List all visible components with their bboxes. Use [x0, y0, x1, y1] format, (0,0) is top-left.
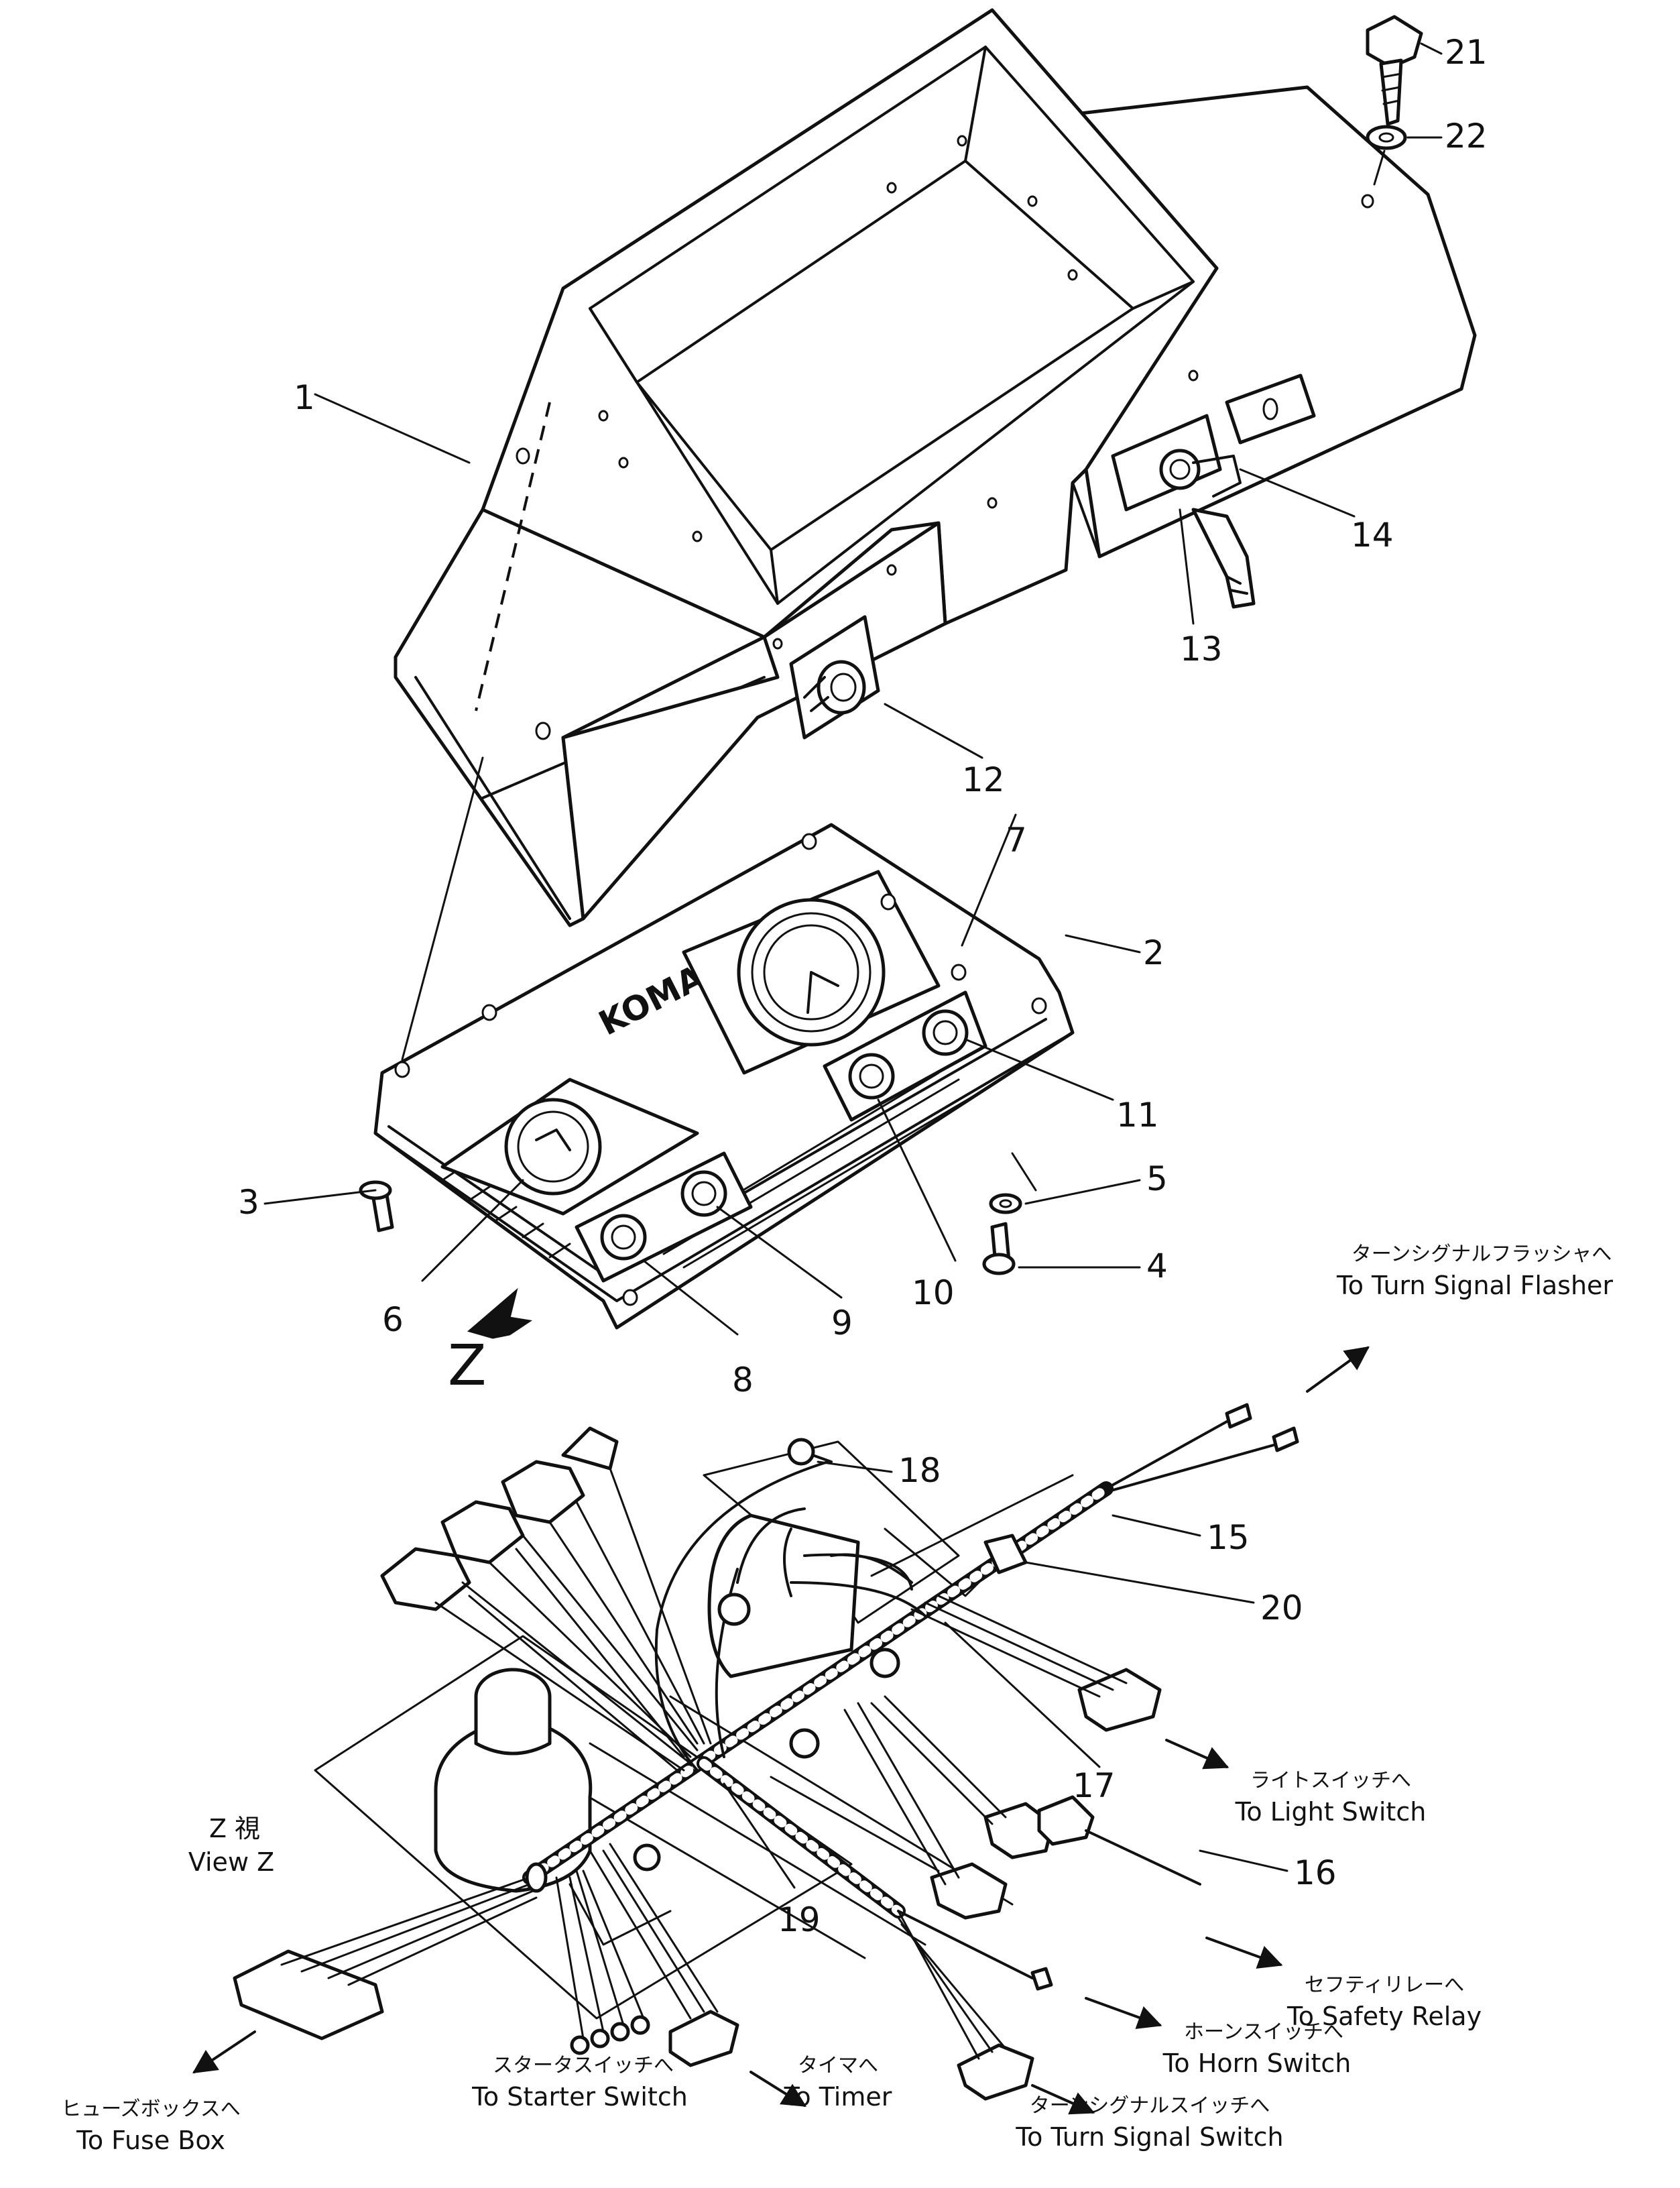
callout-5: 5 — [1146, 1159, 1168, 1198]
callout-11: 11 — [1116, 1096, 1159, 1135]
wiring-harness — [233, 1403, 1299, 2101]
dashboard-cover — [394, 8, 1477, 927]
callout-17: 17 — [1073, 1766, 1116, 1805]
leader-lines — [263, 42, 1443, 1889]
instrument-panel: KOMATSU — [373, 823, 1075, 1330]
label-turn-signal-switch-jp: ターンシグナルスイッチへ — [1030, 2094, 1270, 2118]
label-turn-signal-switch-en: To Turn Signal Switch — [1015, 2122, 1283, 2152]
label-fuse-box-jp: ヒューズボックスへ — [61, 2097, 241, 2121]
view-z-arrow: Z — [448, 1287, 532, 1398]
label-horn-switch-en: To Horn Switch — [1162, 2049, 1352, 2078]
label-starter-switch-jp: スタータスイッチへ — [493, 2054, 674, 2077]
view-z-caption-jp: Z 視 — [209, 1814, 260, 1843]
screw-3 — [359, 1180, 394, 1232]
callout-18: 18 — [898, 1451, 941, 1490]
callout-13: 13 — [1180, 630, 1223, 669]
label-horn-switch-jp: ホーンスイッチへ — [1184, 2020, 1343, 2044]
label-starter-switch-en: To Starter Switch — [471, 2082, 688, 2112]
label-safety-relay-en: To Safety Relay — [1286, 2002, 1482, 2031]
destination-labels: ターンシグナルフラッシャへ To Turn Signal Flasher ライト… — [61, 1243, 1613, 2155]
label-light-switch-jp: ライトスイッチへ — [1250, 1769, 1411, 1792]
label-timer-en: To Timer — [784, 2082, 892, 2112]
callout-21: 21 — [1445, 33, 1488, 72]
callout-numbers: 1 2 3 4 5 6 7 8 9 10 11 12 13 14 15 16 1… — [238, 33, 1488, 1939]
label-light-switch-en: To Light Switch — [1235, 1797, 1427, 1827]
callout-7: 7 — [1006, 821, 1027, 860]
washer-5 — [989, 1193, 1022, 1214]
callout-9: 9 — [831, 1304, 853, 1342]
callout-14: 14 — [1351, 516, 1394, 555]
callout-8: 8 — [732, 1361, 754, 1399]
label-timer-jp: タイマへ — [798, 2054, 878, 2077]
label-turn-signal-flasher-jp: ターンシグナルフラッシャへ — [1352, 1243, 1612, 1266]
callout-6: 6 — [382, 1300, 404, 1339]
washer-22 — [1366, 125, 1407, 186]
callout-20: 20 — [1260, 1589, 1303, 1627]
label-turn-signal-flasher-en: To Turn Signal Flasher — [1336, 1271, 1613, 1300]
callout-4: 4 — [1146, 1247, 1168, 1285]
callout-3: 3 — [238, 1183, 259, 1222]
callout-16: 16 — [1294, 1853, 1337, 1892]
view-z-label: Z — [448, 1332, 487, 1398]
callout-2: 2 — [1143, 933, 1164, 972]
callout-12: 12 — [962, 760, 1005, 799]
view-z-caption-en: View Z — [188, 1847, 274, 1877]
destination-arrows — [192, 1346, 1370, 2115]
callout-22: 22 — [1445, 117, 1488, 156]
callout-10: 10 — [912, 1273, 955, 1312]
label-safety-relay-jp: セフティリレーへ — [1305, 1973, 1464, 1997]
screw-4 — [982, 1222, 1016, 1275]
callout-1: 1 — [294, 378, 315, 417]
bolt-21 — [1366, 15, 1423, 126]
label-fuse-box-en: To Fuse Box — [76, 2126, 225, 2155]
callout-15: 15 — [1207, 1518, 1250, 1557]
callout-19: 19 — [778, 1900, 821, 1939]
